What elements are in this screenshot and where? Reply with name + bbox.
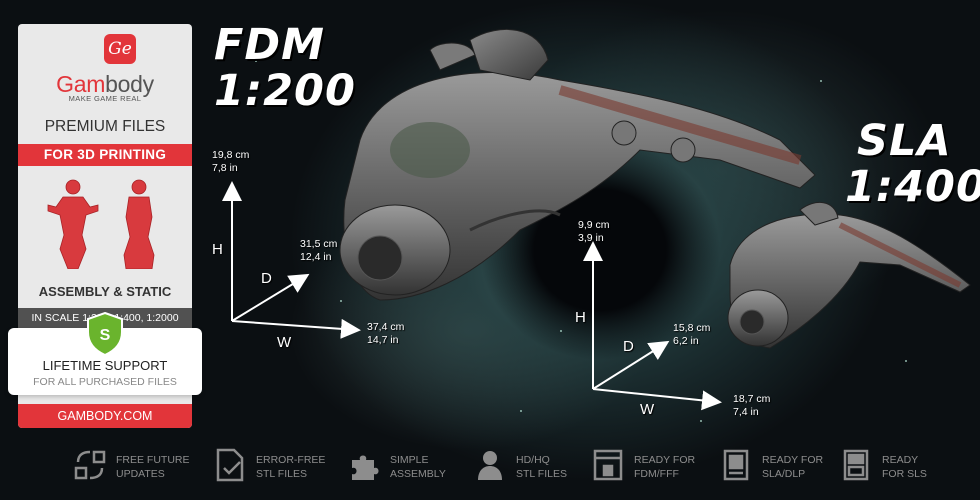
fdm-axis-d: D <box>261 270 272 287</box>
assembly-static-label: ASSEMBLY & STATIC <box>38 284 172 299</box>
feature-line1: ERROR-FREE <box>256 454 326 466</box>
file-check-icon <box>216 448 244 482</box>
fdm-depth-value: 31,5 cm 12,4 in <box>300 238 337 264</box>
sla-axis-h: H <box>575 309 586 326</box>
lifetime-support-box: S LIFETIME SUPPORT FOR ALL PURCHASED FIL… <box>8 312 202 395</box>
brand-tagline: MAKE GAME REAL <box>68 94 142 103</box>
bust-model-icon <box>478 451 502 480</box>
fdm-depth-in: 12,4 in <box>300 251 332 263</box>
gambody-info-card: Ge Gambody MAKE GAME REAL PREMIUM FILES … <box>8 24 202 428</box>
brand-name: Gambody <box>18 71 192 98</box>
brand-name-part1: Gam <box>56 71 106 97</box>
feature-line2: STL FILES <box>256 468 307 480</box>
premium-files-heading: PREMIUM FILES <box>44 118 166 135</box>
fdm-axis-h: H <box>212 241 223 258</box>
fdm-height-value: 19,8 cm 7,8 in <box>212 149 249 175</box>
gambody-site-link[interactable]: GAMBODY.COM <box>18 404 192 428</box>
sla-width-cm: 18,7 cm <box>733 393 771 405</box>
sla-printer-icon <box>723 449 749 481</box>
features-bar: FREE FUTURE UPDATES ERROR-FREE STL FILES S… <box>0 440 980 500</box>
sla-ship-model <box>727 202 971 349</box>
feature-line1: READY FOR <box>762 454 824 466</box>
update-arrows-icon <box>74 450 106 480</box>
sla-height-cm: 9,9 cm <box>578 219 610 231</box>
fdm-axis-w: W <box>277 334 292 351</box>
feature-line2: UPDATES <box>116 468 165 480</box>
sla-depth-value: 15,8 cm 6,2 in <box>673 322 710 348</box>
feature-line1: READY FOR <box>634 454 696 466</box>
feature-line1: HD/HQ <box>516 454 550 466</box>
feature-line2: ASSEMBLY <box>390 468 446 480</box>
fdm-depth-cm: 31,5 cm <box>300 238 338 250</box>
fdm-width-in: 14,7 in <box>367 334 399 346</box>
fdm-printer-icon <box>593 449 623 481</box>
fdm-width-cm: 37,4 cm <box>367 321 405 333</box>
fdm-ship-model <box>339 28 816 301</box>
sla-width-value: 18,7 cm 7,4 in <box>733 393 770 419</box>
sla-axis-d: D <box>623 338 634 355</box>
feature-line1: FREE FUTURE <box>116 454 190 466</box>
fdm-scale-title: FDM 1:200 <box>214 22 356 114</box>
fdm-width-value: 37,4 cm 14,7 in <box>367 321 404 347</box>
sla-ratio: 1:400 <box>845 162 980 212</box>
sla-axes <box>583 241 722 411</box>
feature-line2: STL FILES <box>516 468 567 480</box>
all-purchased-files-label: FOR ALL PURCHASED FILES <box>33 376 177 388</box>
feature-line1: SIMPLE <box>390 454 429 466</box>
sla-width-in: 7,4 in <box>733 406 759 418</box>
feature-line2: SLA/DLP <box>762 468 806 480</box>
sla-height-value: 9,9 cm 3,9 in <box>578 219 610 245</box>
feature-line2: FOR SLS <box>882 468 927 480</box>
lifetime-support-label: LIFETIME SUPPORT <box>42 358 168 373</box>
fdm-height-cm: 19,8 cm <box>212 149 250 161</box>
shield-letter: S <box>100 327 111 344</box>
sla-depth-in: 6,2 in <box>673 335 699 347</box>
sla-depth-cm: 15,8 cm <box>673 322 711 334</box>
feature-line2: FDM/FFF <box>634 468 679 480</box>
puzzle-piece-icon <box>352 455 379 480</box>
fdm-axes <box>222 181 361 339</box>
red-figurines-icon <box>47 179 155 269</box>
gambody-logo-icon: Ge <box>104 34 136 64</box>
sla-height-in: 3,9 in <box>578 232 604 244</box>
fdm-height-in: 7,8 in <box>212 162 238 174</box>
for-3d-printing-banner: FOR 3D PRINTING <box>18 144 192 166</box>
shield-icon: S <box>87 312 123 356</box>
sla-title: SLA <box>857 116 952 166</box>
sla-axis-w: W <box>640 401 655 418</box>
fdm-title: FDM <box>214 20 325 70</box>
sls-printer-icon <box>843 449 869 481</box>
sla-scale-title: SLA 1:400 <box>845 118 980 210</box>
brand-name-part2: body <box>105 71 154 97</box>
feature-line1: READY <box>882 454 919 466</box>
fdm-ratio: 1:200 <box>214 66 356 116</box>
